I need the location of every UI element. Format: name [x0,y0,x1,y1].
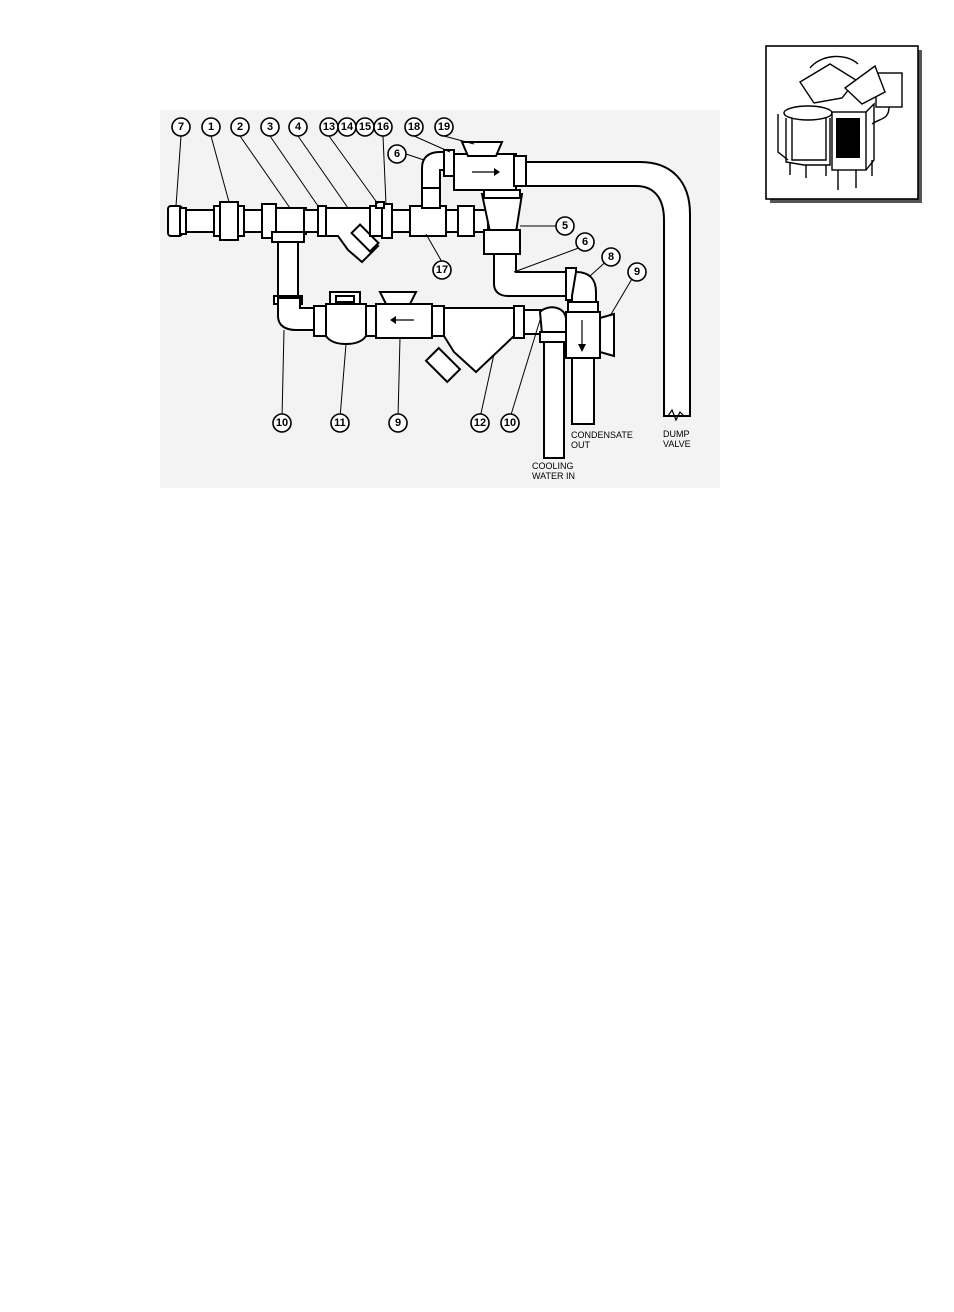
callout-6-lower: 6 [576,233,594,251]
callout-5-text: 5 [562,220,568,232]
callout-12-text: 12 [474,417,486,429]
callout-4-text: 4 [295,121,302,133]
callout-19: 19 [435,118,453,136]
dump-valve-label: DUMP VALVE [663,429,691,449]
callout-6-upper: 6 [388,145,406,163]
callout-2-text: 2 [237,121,243,133]
callout-8: 8 [602,248,620,266]
callout-2: 2 [231,118,249,136]
condensate-label-line2: OUT [571,440,591,450]
callout-11: 11 [331,414,349,432]
callout-11-text: 11 [334,417,346,429]
callout-4: 4 [289,118,307,136]
cooling-water-in-label: COOLING WATER IN [532,461,575,481]
callout-13: 13 [320,118,338,136]
callout-6-upper-text: 6 [394,148,400,160]
callout-6-lower-text: 6 [582,236,588,248]
callout-3-text: 3 [267,121,273,133]
callout-10-right-text: 10 [504,417,516,429]
callout-3: 3 [261,118,279,136]
callout-14: 14 [338,118,356,136]
callout-14-text: 14 [341,121,354,133]
callout-8-text: 8 [608,251,614,263]
callout-9-right-text: 9 [634,266,640,278]
callout-12: 12 [471,414,489,432]
dump-label-line1: DUMP [663,429,690,439]
callout-10-right: 10 [501,414,519,432]
callout-17: 17 [433,261,451,279]
callout-1-text: 1 [208,121,214,133]
callout-10-left: 10 [273,414,291,432]
callout-7-text: 7 [178,121,184,133]
callout-16-text: 16 [377,121,389,133]
callout-7: 7 [172,118,190,136]
cooling-label-line2: WATER IN [532,471,575,481]
callout-18-text: 18 [408,121,420,133]
callout-9-lower: 9 [389,414,407,432]
locator-inset [766,46,922,203]
callout-16: 16 [374,118,392,136]
callout-15-text: 15 [359,121,371,133]
callout-15: 15 [356,118,374,136]
callout-5: 5 [556,217,574,235]
callout-13-text: 13 [323,121,335,133]
dump-label-line2: VALVE [663,439,691,449]
callout-9-lower-text: 9 [395,417,401,429]
callout-10-left-text: 10 [276,417,288,429]
callout-9-right: 9 [628,263,646,281]
callout-19-text: 19 [438,121,450,133]
cooling-label-line1: COOLING [532,461,574,471]
condensate-label-line1: CONDENSATE [571,430,633,440]
callout-1: 1 [202,118,220,136]
callout-18: 18 [405,118,423,136]
callout-17-text: 17 [436,264,448,276]
